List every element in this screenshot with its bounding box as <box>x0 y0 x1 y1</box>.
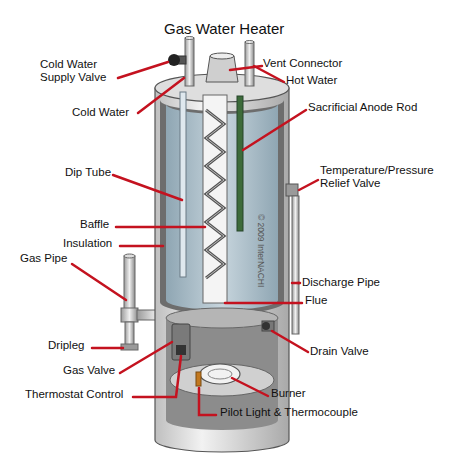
dip-tube <box>180 92 186 277</box>
part-label: Temperature/Pressure Relief Valve <box>320 164 448 190</box>
part-label: Cold Water Supply Valve <box>40 58 120 84</box>
part-label: Thermostat Control <box>25 388 123 401</box>
part-label: Discharge Pipe <box>302 276 380 289</box>
chamber-floor <box>170 364 274 396</box>
watermark: © 2009 InterNACHI <box>256 214 266 287</box>
part-label: Gas Pipe <box>20 252 67 265</box>
part-label: Hot Water <box>286 74 337 87</box>
part-label: Pilot Light & Thermocouple <box>220 406 358 419</box>
burner-ring <box>208 369 232 379</box>
diagram-title: Gas Water Heater <box>164 20 284 37</box>
part-label: Dripleg <box>48 339 84 352</box>
part-label: Cold Water <box>72 106 129 119</box>
hot-water-pipe <box>245 42 254 86</box>
baffle-highlight <box>206 110 224 278</box>
supply-valve-handle <box>168 54 180 66</box>
part-label: Vent Connector <box>263 57 342 70</box>
anode-rod <box>237 96 243 231</box>
tp-valve <box>286 184 298 196</box>
discharge-pipe <box>292 196 299 334</box>
drain-valve <box>262 321 274 331</box>
gas-valve <box>172 324 190 360</box>
part-label: Flue <box>305 294 327 307</box>
thermostat-knob <box>176 345 186 355</box>
part-label: Drain Valve <box>310 345 369 358</box>
part-label: Sacrificial Anode Rod <box>308 101 417 114</box>
part-label: Dip Tube <box>65 166 111 179</box>
part-label: Baffle <box>80 218 109 231</box>
part-label: Gas Valve <box>63 364 115 377</box>
pilot-light <box>196 372 201 386</box>
flue <box>203 95 227 303</box>
baffle <box>206 110 224 278</box>
part-label: Burner <box>271 387 306 400</box>
part-label: Insulation <box>63 237 112 250</box>
burner <box>200 364 240 384</box>
